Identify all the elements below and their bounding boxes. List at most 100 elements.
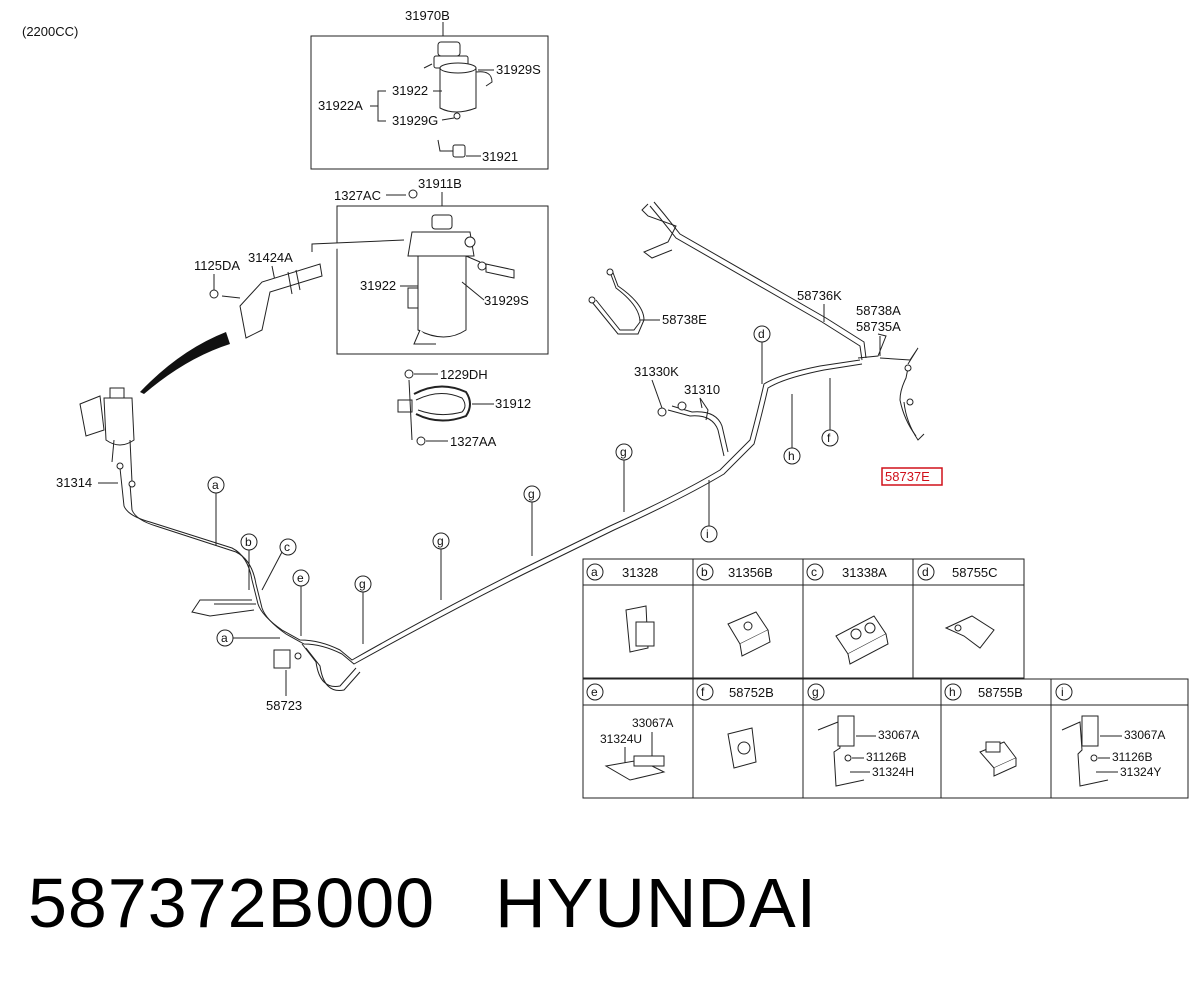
callout-b: b [240,533,258,590]
table-cell-f: f 58752B [696,683,774,769]
highlight-box-58737E [881,467,943,486]
callout-a-lower: a [216,629,280,647]
svg-text:g: g [812,685,819,699]
label-58737E[interactable]: 58737E [885,469,930,484]
label-31314: 31314 [56,475,92,490]
label-31922-top: 31922 [392,83,428,98]
svg-text:a: a [591,565,598,579]
label-31330K: 31330K [634,364,679,379]
svg-text:33067A: 33067A [632,716,673,730]
callout-i: i [700,480,718,543]
engine-note: (2200CC) [22,24,78,39]
callout-g-2: g [432,532,450,600]
part-number: 587372B000 [28,864,436,942]
label-1327AC: 1327AC [334,188,381,203]
table-cell-g: g 33067A 31126B 31324H [807,683,919,787]
filter-engine-bay [79,387,135,483]
label-58738E: 58738E [662,312,707,327]
svg-text:a: a [212,478,219,492]
svg-text:33067A: 33067A [1124,728,1165,742]
svg-text:g: g [359,577,366,591]
svg-text:b: b [701,565,708,579]
table-cell-a: a 31328 [586,563,658,653]
label-31911B: 31911B [418,176,462,191]
part-code-c: 31338A [842,565,887,580]
svg-text:f: f [827,431,831,445]
label-31929S-top: 31929S [496,62,541,77]
svg-text:h: h [788,449,795,463]
fuel-lines [119,201,925,691]
label-31922-mid: 31922 [360,278,396,293]
callout-a-upper: a [207,476,225,546]
label-58736K: 58736K [797,288,842,303]
svg-text:e: e [297,571,304,585]
part-code-d: 58755C [952,565,998,580]
direction-arrow [140,332,230,394]
svg-text:33067A: 33067A [878,728,919,742]
part-code-h: 58755B [978,685,1023,700]
svg-text:g: g [437,534,444,548]
part-code-a: 31328 [622,565,658,580]
callout-f: f [821,378,839,447]
svg-text:31126B: 31126B [1112,750,1152,764]
table-cell-e: e 33067A 31324U [586,683,673,781]
label-58738A: 58738A [856,303,901,318]
svg-text:b: b [245,535,252,549]
svg-text:a: a [221,631,228,645]
svg-text:i: i [1061,685,1064,699]
table-cell-h: h 58755B [944,683,1023,777]
part-code-f: 58752B [729,685,774,700]
fuel-filter-assembly-mid: 31911B 1327AC 31922 31929S [311,176,549,355]
label-31929S-mid: 31929S [484,293,529,308]
svg-text:h: h [949,685,956,699]
table-cell-d: d 58755C [917,563,998,649]
label-31424A: 31424A [248,250,293,265]
svg-text:31324H: 31324H [872,765,914,779]
clamp-31912: 1229DH 31912 1327AA [397,367,531,449]
table-row-2: e 33067A 31324U f 58752B g 33067A [586,683,1165,787]
part-code-b: 31356B [728,565,773,580]
callout-g-3: g [523,485,541,556]
label-1327AA: 1327AA [450,434,497,449]
svg-text:e: e [591,685,598,699]
callouts: a b c e a g g [207,325,839,647]
svg-text:31126B: 31126B [866,750,906,764]
label-31922A: 31922A [318,98,363,113]
part-caption: 587372B000 HYUNDAI [28,858,817,948]
svg-text:d: d [922,565,929,579]
callout-d: d [753,325,771,384]
svg-text:c: c [811,565,817,579]
svg-text:g: g [528,487,535,501]
label-31921: 31921 [482,149,518,164]
svg-text:31324U: 31324U [600,732,642,746]
svg-text:31324Y: 31324Y [1120,765,1161,779]
callout-c: c [261,538,297,591]
brand-name: HYUNDAI [495,864,818,942]
table-cell-c: c 31338A [806,563,889,665]
label-58735A: 58735A [856,319,901,334]
label-31310: 31310 [684,382,720,397]
fuel-filter-assembly-top: 31970B 31929S 31922 31922A 31929G 31921 [310,8,549,170]
svg-text:c: c [284,540,290,554]
svg-text:i: i [706,527,709,541]
label-31970B: 31970B [405,8,450,23]
filter-mid-illustration [311,214,515,345]
label-1125DA: 1125DA [194,258,240,273]
label-58723: 58723 [266,698,302,713]
label-31929G: 31929G [392,113,438,128]
table-row-1: a 31328 b 31356B c 31338A [586,563,998,665]
table-cell-b: b 31356B [696,563,773,657]
svg-text:f: f [701,685,705,699]
callout-g-1: g [354,575,372,644]
filter-top-illustration [423,41,493,158]
table-cell-i: i 33067A 31126B 31324Y [1055,683,1165,787]
parts-table [582,558,1189,799]
callout-e: e [292,569,310,636]
svg-text:g: g [620,445,627,459]
callout-g-4: g [615,443,633,512]
bracket-31424A: 1125DA 31424A [194,250,323,339]
callout-h: h [783,394,801,465]
label-31912: 31912 [495,396,531,411]
svg-text:d: d [758,327,765,341]
